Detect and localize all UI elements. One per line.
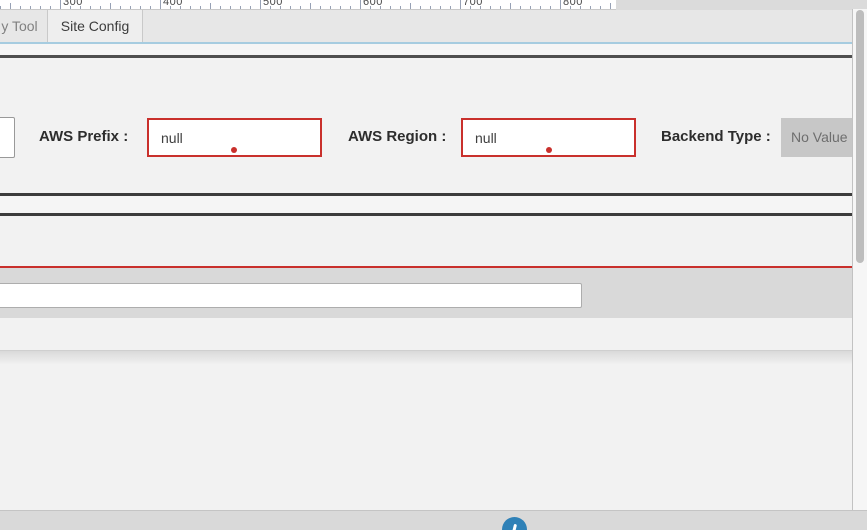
ruler-tick <box>170 6 171 9</box>
ruler-tick <box>520 6 521 9</box>
section-divider-2 <box>0 213 852 216</box>
aws-prefix-label: AWS Prefix : <box>39 128 129 145</box>
backend-type-value[interactable]: No Value <box>781 118 852 157</box>
ruler-tick <box>500 6 501 9</box>
aws-prefix-input[interactable] <box>147 118 322 157</box>
ruler-tick <box>430 6 431 9</box>
ruler-tick <box>30 6 31 9</box>
aws-region-label: AWS Region : <box>348 128 447 145</box>
tab-bar: y Tool Site Config <box>0 10 853 44</box>
ruler-tick <box>480 6 481 9</box>
ruler-tick: 500 <box>260 0 282 9</box>
ruler-tick <box>320 6 321 9</box>
ruler-tick <box>300 6 301 9</box>
ruler-tick <box>0 6 1 9</box>
panel-top-shadow <box>0 350 852 365</box>
ruler-tick <box>270 6 271 9</box>
filter-input[interactable] <box>0 283 582 308</box>
ruler-tick <box>610 3 611 9</box>
ruler-tick <box>180 6 181 9</box>
ruler-tick <box>390 6 391 9</box>
section-divider-1 <box>0 193 852 196</box>
ruler-tick <box>580 6 581 9</box>
tab-query-tool[interactable]: y Tool <box>0 10 48 42</box>
ruler-tick <box>440 6 441 9</box>
ruler-tick <box>470 6 471 9</box>
clipped-left-input[interactable] <box>0 117 15 158</box>
strip-below-tabs <box>0 44 853 55</box>
error-dot-icon <box>546 147 552 153</box>
ruler-tick <box>100 6 101 9</box>
ruler-tick <box>590 6 591 9</box>
ruler-tick <box>130 6 131 9</box>
ruler-right-filler <box>616 0 867 10</box>
info-icon <box>511 523 518 530</box>
red-divider <box>0 265 852 268</box>
content-right-edge <box>852 9 853 510</box>
ruler-tick <box>450 6 451 9</box>
scrollbar-thumb[interactable] <box>856 10 864 263</box>
section-strip <box>0 195 852 213</box>
ruler-tick <box>400 6 401 9</box>
ruler-tick <box>600 6 601 9</box>
ruler-tick <box>330 6 331 9</box>
ruler-tick <box>490 6 491 9</box>
ruler-tick <box>290 6 291 9</box>
ruler-tick <box>530 6 531 9</box>
bottom-status-band <box>0 510 867 530</box>
ruler-tick <box>210 3 211 9</box>
ruler-tick <box>90 6 91 9</box>
ruler-tick <box>50 6 51 9</box>
ruler-tick <box>510 3 511 9</box>
ruler-tick: 600 <box>360 0 382 9</box>
tab-site-config[interactable]: Site Config <box>48 10 143 42</box>
ruler-tick <box>570 6 571 9</box>
ruler-tick <box>220 6 221 9</box>
ruler-tick <box>280 6 281 9</box>
ruler-tick <box>80 6 81 9</box>
ruler-tick <box>70 6 71 9</box>
ruler-tick <box>420 6 421 9</box>
horizontal-ruler: 300 400 500 600 700 800 <box>0 0 616 10</box>
ruler-tick <box>380 6 381 9</box>
ruler-tick <box>110 3 111 9</box>
ruler-tick <box>540 6 541 9</box>
dark-divider-top <box>0 55 852 58</box>
ruler-tick <box>230 6 231 9</box>
vertical-scrollbar[interactable] <box>853 9 867 510</box>
fab-button[interactable] <box>502 517 527 530</box>
ruler-tick <box>550 6 551 9</box>
ruler-tick <box>10 3 11 9</box>
ruler-tick <box>40 6 41 9</box>
ruler-tick <box>20 6 21 9</box>
ruler-tick: 400 <box>160 0 182 9</box>
ruler-tick: 700 <box>460 0 482 9</box>
ruler-tick <box>410 3 411 9</box>
ruler-tick <box>310 3 311 9</box>
ruler-tick <box>190 6 191 9</box>
ruler-tick <box>120 6 121 9</box>
aws-region-input[interactable] <box>461 118 636 157</box>
ruler-tick <box>350 6 351 9</box>
ruler-tick: 300 <box>60 0 82 9</box>
ruler-tick <box>340 6 341 9</box>
ruler-tick <box>370 6 371 9</box>
ruler-tick <box>140 6 141 9</box>
ruler-tick <box>240 6 241 9</box>
ruler-tick <box>250 6 251 9</box>
ruler-tick: 800 <box>560 0 582 9</box>
backend-type-label: Backend Type : <box>661 128 771 145</box>
error-dot-icon <box>231 147 237 153</box>
ruler-tick <box>150 6 151 9</box>
ruler-tick <box>200 6 201 9</box>
